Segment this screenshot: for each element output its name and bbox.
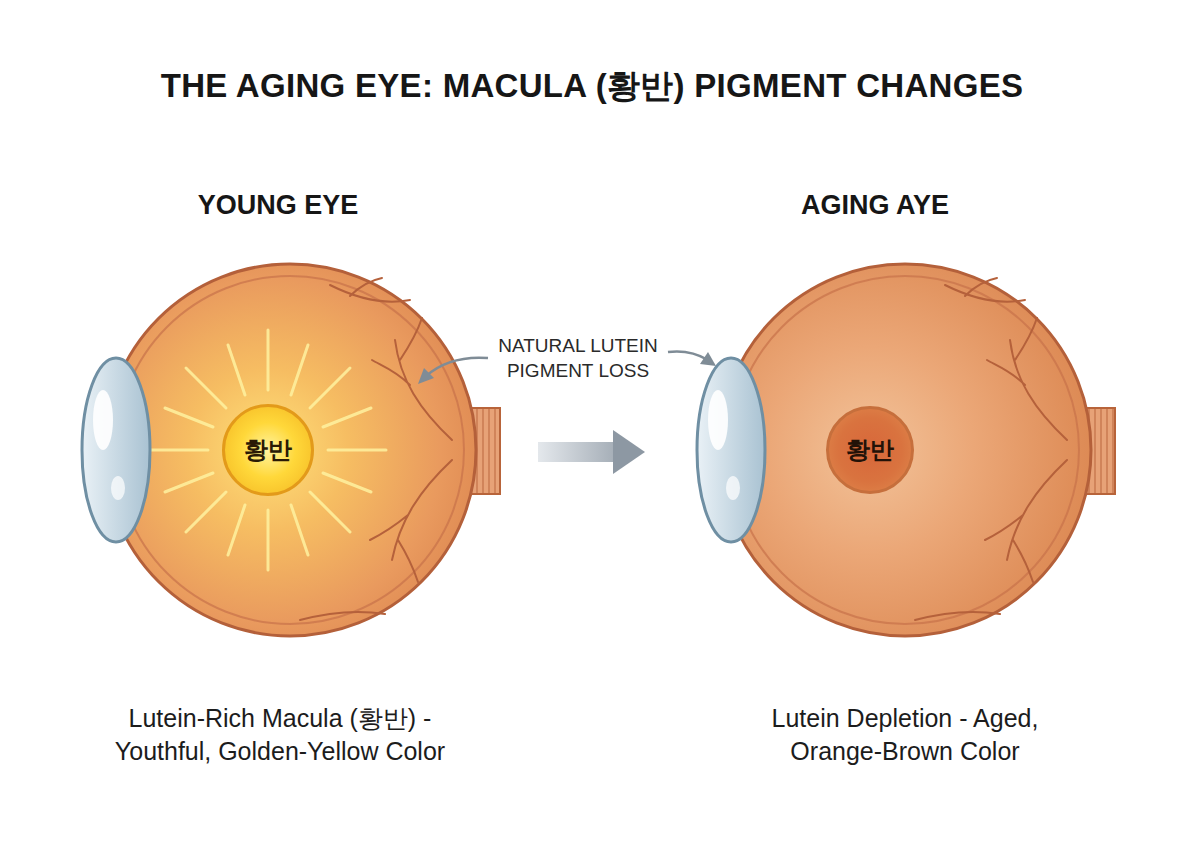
macula-circle: 황반 <box>222 404 314 496</box>
eye-figure: AGING AYE황반 <box>690 262 1115 638</box>
callout-label: NATURAL LUTEIN PIGMENT LOSS <box>483 333 673 384</box>
macula-label: 황반 <box>846 434 894 466</box>
caption-text: Lutein-Rich Macula (황반) - Youthful, Gold… <box>60 702 500 769</box>
transition-arrow <box>538 430 645 474</box>
caption-text: Lutein Depletion - Aged, Orange-Brown Co… <box>695 702 1115 769</box>
title: THE AGING EYE: MACULA (황반) PIGMENT CHANG… <box>0 64 1184 109</box>
macula-label: 황반 <box>244 434 292 466</box>
eye-heading: AGING AYE <box>801 190 949 221</box>
eye-figure: YOUNG EYE황반 <box>75 262 500 638</box>
eye-heading: YOUNG EYE <box>198 190 359 221</box>
macula-circle: 황반 <box>826 406 914 494</box>
